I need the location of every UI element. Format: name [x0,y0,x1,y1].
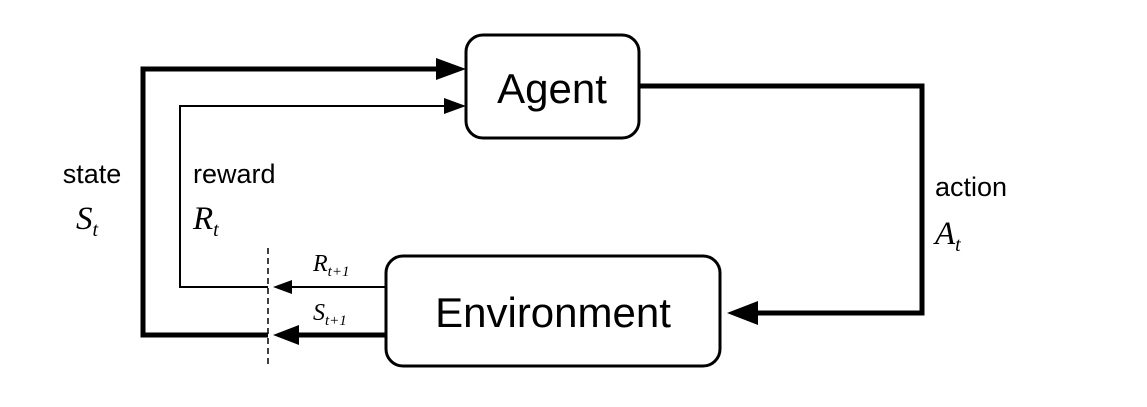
reward-edge [179,98,466,288]
action-symbol-label: At [933,216,961,256]
next-state-symbol: S [313,300,325,326]
state-subscript: t [93,219,99,241]
next-reward-subscript: t+1 [328,264,350,280]
state-symbol-label: St [76,201,99,241]
reward-arrowhead [444,98,466,114]
environment-label: Environment [435,289,671,336]
action-symbol: A [933,216,956,252]
action-subscript: t [955,234,961,256]
next-reward-arrowhead [273,280,292,294]
state-symbol: S [76,201,93,237]
state-arrowhead [436,58,466,80]
action-line [639,83,925,316]
reward-symbol: R [192,201,213,237]
next-state-label: St+1 [313,300,347,329]
action-word-label: action [935,172,1007,202]
next-state-arrowhead [273,325,299,345]
reward-word-label: reward [193,159,276,189]
next-state-edge [273,325,386,345]
next-reward-edge [273,280,386,294]
state-word-label: state [63,159,122,189]
environment-box [384,254,722,368]
next-state-subscript: t+1 [325,313,347,329]
state-line [140,66,438,338]
reward-line [179,105,446,288]
next-reward-symbol: R [312,251,328,277]
reward-subscript: t [213,219,219,241]
state-edge [140,58,466,338]
agent-node[interactable]: Agent [464,33,641,140]
next-reward-label: Rt+1 [312,251,349,280]
reward-symbol-label: Rt [192,201,219,241]
environment-node[interactable]: Environment [384,254,722,368]
action-edge [639,83,925,325]
agent-label: Agent [497,65,607,112]
action-arrowhead [727,301,758,325]
